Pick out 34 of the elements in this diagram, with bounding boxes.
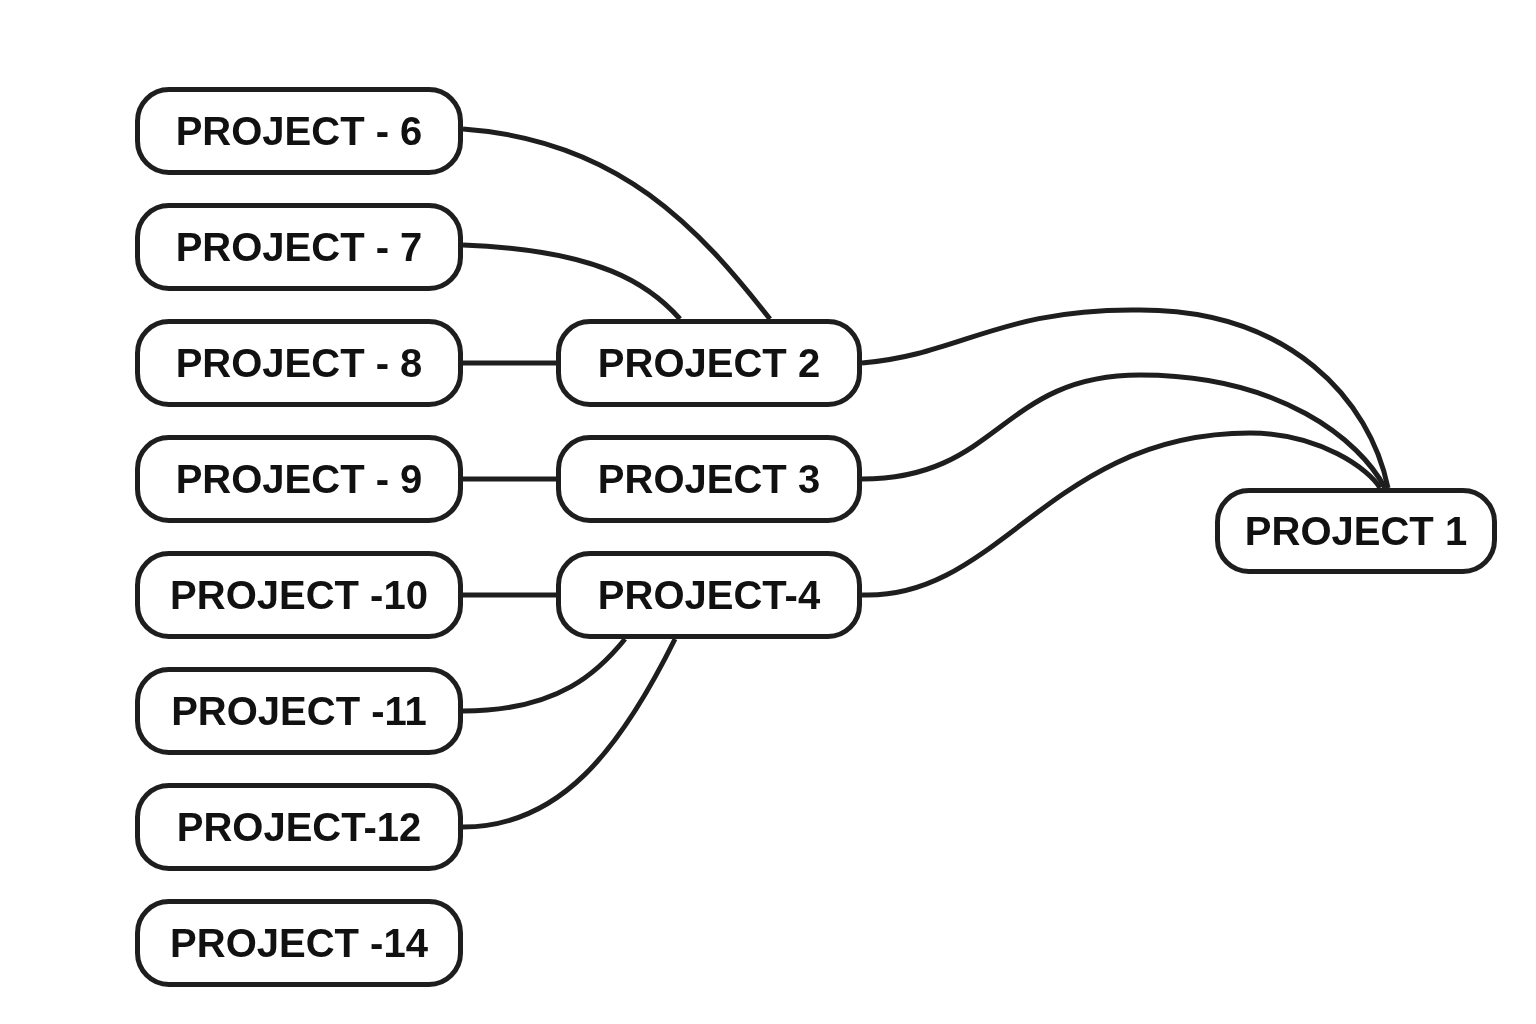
node-label: PROJECT - 9 — [175, 456, 423, 502]
node-label: PROJECT - 6 — [175, 108, 423, 154]
rounded-box — [556, 435, 862, 523]
rounded-box — [556, 551, 862, 639]
connector-line — [462, 126, 772, 321]
node-label: PROJECT -10 — [170, 572, 428, 618]
rounded-box — [135, 899, 463, 987]
rounded-box — [135, 783, 463, 871]
node-label: PROJECT-12 — [176, 804, 422, 850]
rounded-box — [135, 667, 463, 755]
connector-line — [462, 242, 682, 321]
connector-line — [861, 372, 1388, 490]
rounded-box — [135, 435, 463, 523]
node-label: PROJECT - 8 — [175, 340, 423, 386]
connector-line — [861, 430, 1383, 598]
node-label: PROJECT - 7 — [175, 224, 423, 270]
rounded-box — [556, 319, 862, 407]
node-label: PROJECT-4 — [597, 572, 821, 618]
connector-line — [463, 592, 556, 598]
connector-line — [463, 476, 556, 482]
node-label: PROJECT -14 — [170, 920, 428, 966]
rounded-box — [135, 551, 463, 639]
node-label: PROJECT 2 — [597, 340, 821, 386]
connector-line — [462, 637, 678, 830]
connector-line — [463, 360, 556, 366]
rounded-box — [135, 319, 463, 407]
rounded-box — [135, 203, 463, 291]
node-label: PROJECT 3 — [597, 456, 821, 502]
connector-line — [861, 307, 1391, 489]
node-label: PROJECT -11 — [171, 688, 427, 734]
rounded-box — [135, 87, 463, 175]
rounded-box — [1215, 488, 1497, 574]
node-label: PROJECT 1 — [1244, 508, 1468, 554]
connector-line — [462, 637, 627, 714]
